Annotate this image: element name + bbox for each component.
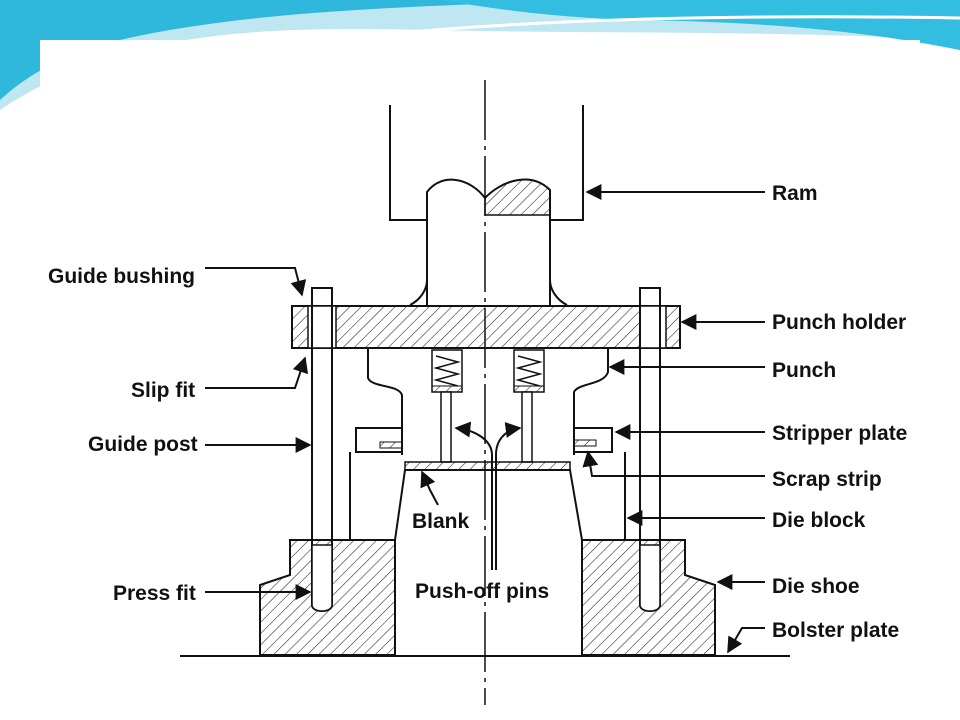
- label-punch-holder: Punch holder: [772, 311, 906, 334]
- top-swoosh-right: [440, 0, 960, 50]
- die-shoe: [259, 539, 716, 656]
- label-die-block: Die block: [772, 509, 866, 532]
- die-block: [349, 452, 626, 541]
- label-scrap-strip: Scrap strip: [772, 468, 882, 491]
- label-guide-post: Guide post: [88, 433, 198, 456]
- label-die-shoe: Die shoe: [772, 575, 860, 598]
- label-guide-bushing: Guide bushing: [48, 265, 195, 288]
- content-panel: [40, 40, 920, 720]
- ram: [389, 105, 584, 306]
- label-punch: Punch: [772, 359, 836, 382]
- leader-lines: [205, 184, 765, 654]
- top-swoosh-dark: [0, 0, 600, 100]
- label-slip-fit: Slip fit: [131, 379, 195, 402]
- label-bolster-plate: Bolster plate: [772, 619, 899, 642]
- top-swoosh-band: [0, 0, 960, 110]
- label-push-off-pins: Push-off pins: [415, 580, 549, 603]
- label-ram: Ram: [772, 182, 818, 205]
- scrap-strip: [404, 461, 571, 471]
- stripper-plate: [355, 427, 613, 453]
- punch-holder: [291, 305, 681, 349]
- punch: [367, 348, 609, 463]
- label-stripper-plate: Stripper plate: [772, 422, 907, 445]
- label-press-fit: Press fit: [113, 582, 196, 605]
- label-blank: Blank: [412, 510, 470, 533]
